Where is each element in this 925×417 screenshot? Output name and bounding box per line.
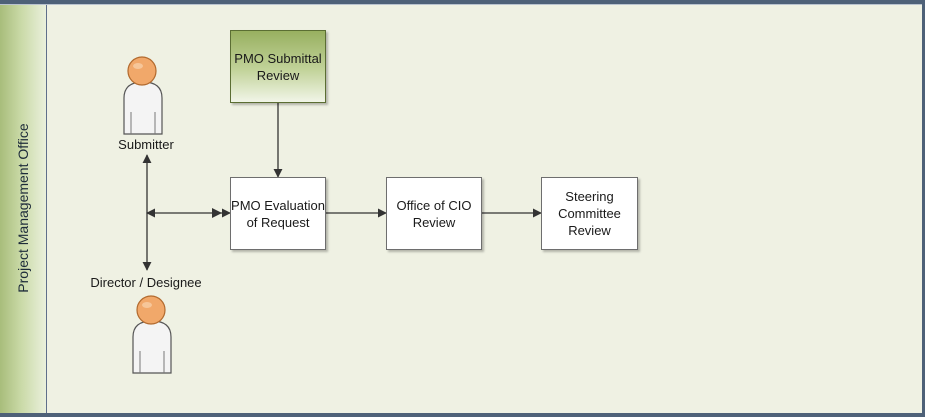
frame-right-border	[922, 0, 925, 417]
node-steering-committee-review: Steering Committee Review	[541, 177, 638, 250]
frame-top-border	[0, 0, 925, 4]
node-cio-review-label: Office of CIO Review	[396, 197, 472, 230]
node-pmo-evaluation-label: PMO Evaluation of Request	[231, 197, 325, 230]
node-pmo-submittal-review-label: PMO Submittal Review	[234, 50, 322, 83]
arrow-evaluation-double-head	[212, 208, 222, 218]
lane-header: Project Management Office	[0, 0, 47, 417]
frame-top-inner-border	[0, 4, 925, 5]
node-pmo-evaluation-of-request: PMO Evaluation of Request	[230, 177, 326, 250]
node-steering-review-label: Steering Committee Review	[558, 189, 621, 238]
frame-bottom-border	[0, 413, 925, 417]
person-icon	[132, 295, 172, 374]
node-pmo-submittal-review: PMO Submittal Review	[230, 30, 326, 103]
actor-label-director: Director / Designee	[90, 275, 202, 290]
actor-label-submitter: Submitter	[118, 137, 174, 152]
node-office-of-cio-review: Office of CIO Review	[386, 177, 482, 250]
person-icon	[123, 56, 163, 135]
